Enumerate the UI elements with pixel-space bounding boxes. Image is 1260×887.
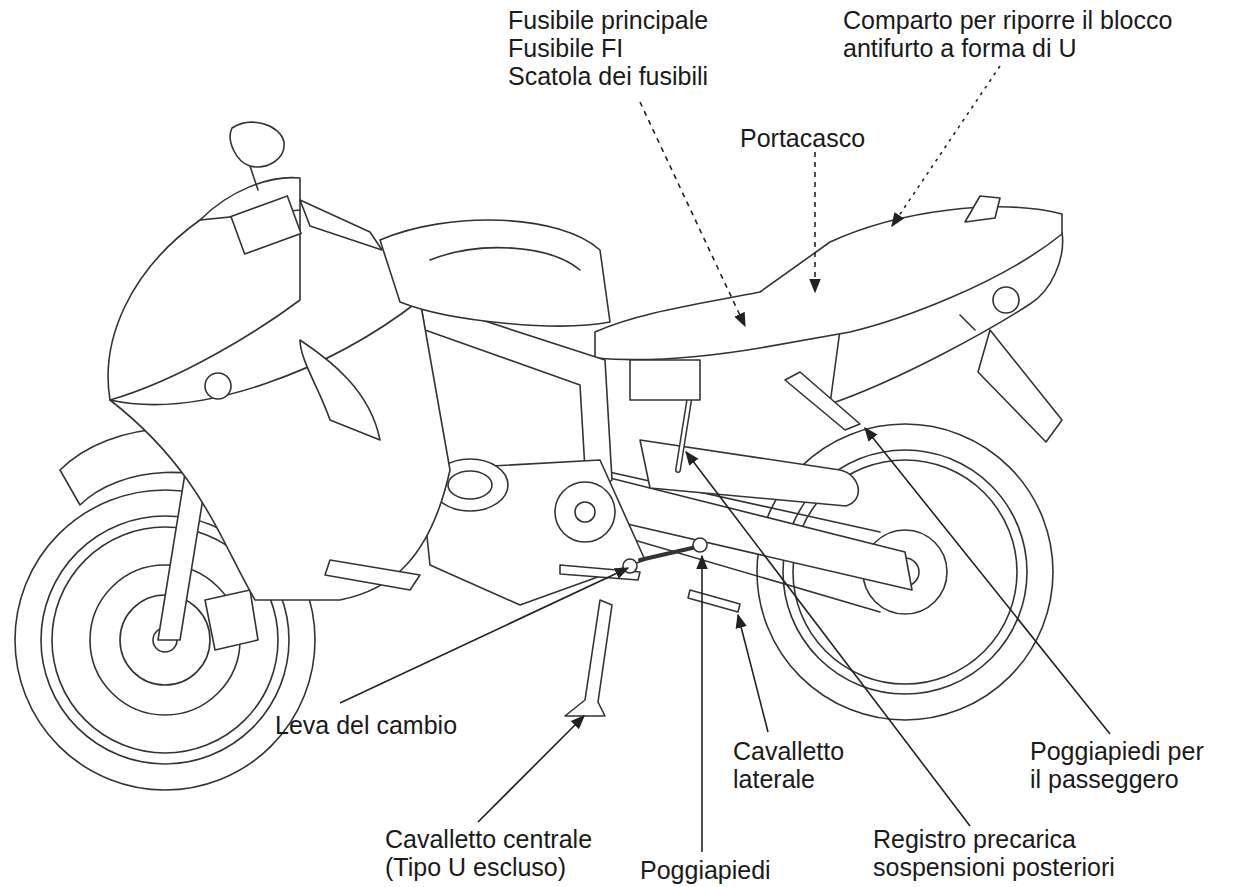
motorcycle-outline bbox=[15, 122, 1063, 790]
motorcycle-outline-part bbox=[630, 360, 700, 400]
motorcycle-outline-part bbox=[448, 471, 492, 499]
part-label: Poggiapiedi per il passeggero bbox=[1030, 737, 1212, 793]
part-label: Fusibile FI bbox=[508, 34, 623, 62]
motorcycle-outline-part bbox=[420, 460, 645, 605]
motorcycle-outline-part bbox=[978, 330, 1062, 442]
motorcycle-outline-part bbox=[678, 395, 690, 470]
leader-line-part bbox=[340, 568, 628, 703]
motorcycle-outline-part bbox=[960, 315, 975, 330]
part-label: Registro precarica sospensioni posterior… bbox=[873, 825, 1143, 881]
part-label: Leva del cambio bbox=[275, 711, 457, 739]
leader-line-part bbox=[478, 716, 584, 822]
part-label: Cavalletto centrale (Tipo U escluso) bbox=[385, 825, 615, 881]
leader-line-part bbox=[865, 428, 1110, 734]
motorcycle-outline-part bbox=[785, 372, 860, 430]
motorcycle-outline-part bbox=[555, 482, 615, 542]
motorcycle-outline-part bbox=[380, 220, 610, 326]
motorcycle-outline-part bbox=[678, 395, 690, 470]
leader-line-part bbox=[640, 102, 745, 326]
motorcycle-outline-part bbox=[693, 538, 707, 552]
part-label: Poggiapiedi bbox=[640, 856, 771, 884]
leader-line-part bbox=[686, 452, 970, 826]
motorcycle-outline-part bbox=[300, 200, 382, 250]
part-label: Cavalletto laterale bbox=[733, 737, 873, 793]
motorcycle-outline-part bbox=[595, 207, 1062, 360]
motorcycle-outline-part bbox=[430, 248, 580, 270]
motorcycle-outline-part bbox=[575, 502, 595, 522]
motorcycle-outline-part bbox=[993, 287, 1019, 313]
motorcycle-outline-part bbox=[250, 166, 258, 190]
motorcycle-outline-part bbox=[640, 440, 858, 506]
leader-line-part bbox=[892, 66, 1000, 226]
motorcycle-outline-part bbox=[600, 530, 880, 612]
part-label: Portacasco bbox=[740, 124, 865, 152]
motorcycle-outline-part bbox=[623, 559, 637, 573]
motorcycle-outline-part bbox=[230, 122, 284, 167]
motorcycle-outline-part bbox=[300, 340, 380, 440]
motorcycle-outline-part bbox=[205, 373, 231, 399]
motorcycle-outline-part bbox=[205, 590, 258, 650]
leader-line-part bbox=[738, 615, 768, 732]
part-label: Comparto per riporre il blocco antifurto… bbox=[843, 6, 1213, 62]
leader-line-part bbox=[701, 556, 703, 852]
part-label: Scatola dei fusibili bbox=[508, 62, 708, 90]
motorcycle-outline-part bbox=[565, 600, 612, 716]
motorcycle-outline-part bbox=[325, 560, 420, 590]
motorcycle-outline-part bbox=[688, 590, 740, 612]
leader-line-part bbox=[814, 152, 816, 292]
part-label: Fusibile principale bbox=[508, 6, 708, 34]
motorcycle-outline-part bbox=[965, 196, 1000, 222]
motorcycle-outline-part bbox=[231, 196, 301, 254]
